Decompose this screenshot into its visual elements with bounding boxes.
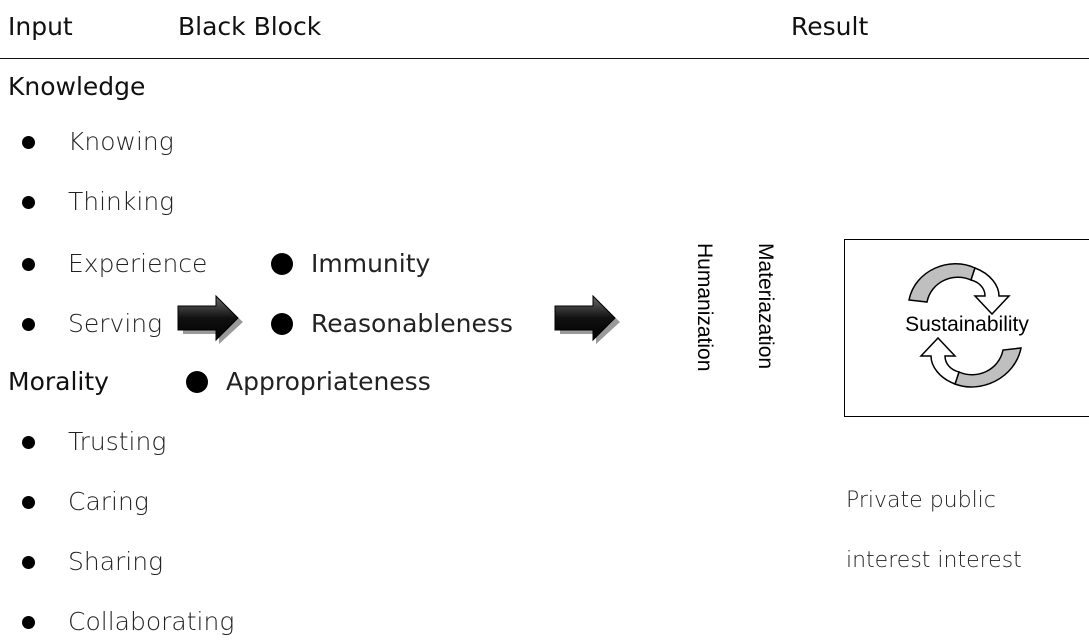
black-block-item-label: Immunity	[311, 249, 431, 278]
morality-item: Collaborating	[22, 605, 234, 639]
knowledge-item: Serving	[22, 307, 162, 341]
black-block-item: Reasonableness	[271, 307, 513, 341]
knowledge-item-label: Experience	[68, 249, 208, 278]
black-block-item: Appropriateness	[186, 365, 431, 399]
morality-item-label: Trusting	[68, 427, 167, 456]
bullet-icon	[22, 495, 35, 509]
knowledge-item-label: Serving	[68, 309, 163, 338]
knowledge-item: Knowing	[22, 125, 174, 159]
bullet-icon	[22, 317, 35, 331]
bullet-icon	[22, 435, 35, 449]
interest-interest-label: interest interest	[846, 548, 1022, 573]
circular-arrows-icon	[908, 263, 1022, 388]
morality-item-label: Caring	[68, 487, 149, 516]
right-block-arrow-icon	[177, 294, 243, 344]
knowledge-item-label: Knowing	[68, 127, 174, 156]
right-block-arrow-icon	[554, 294, 620, 344]
black-block-item: Immunity	[271, 247, 430, 281]
knowledge-item-label: Thinking	[68, 187, 175, 216]
morality-item: Caring	[22, 485, 149, 519]
humanization-label: Humanization	[693, 243, 716, 372]
private-public-label: Private public	[846, 488, 996, 513]
header-black-block: Black Block	[178, 12, 322, 41]
header-input: Input	[8, 12, 73, 41]
bullet-icon	[186, 371, 208, 393]
morality-title: Morality	[8, 367, 109, 396]
bullet-icon	[22, 615, 35, 629]
header-result: Result	[791, 12, 869, 41]
sustainability-box: Sustainability	[844, 239, 1089, 417]
morality-item-label: Sharing	[68, 547, 164, 576]
bullet-icon	[22, 555, 35, 569]
sustainability-label: Sustainability	[905, 313, 1029, 336]
morality-item: Sharing	[22, 545, 163, 579]
knowledge-item: Thinking	[22, 185, 174, 219]
header-divider	[0, 58, 1089, 59]
bullet-icon	[22, 257, 35, 271]
black-block-item-label: Appropriateness	[226, 367, 431, 396]
bullet-icon	[271, 253, 293, 275]
morality-item: Trusting	[22, 425, 166, 459]
bullet-icon	[271, 313, 293, 335]
bullet-icon	[22, 135, 35, 149]
knowledge-title: Knowledge	[8, 72, 146, 101]
morality-item-label: Collaborating	[68, 607, 235, 636]
knowledge-item: Experience	[22, 247, 207, 281]
materiazation-label: Materiazation	[754, 243, 777, 370]
black-block-item-label: Reasonableness	[311, 309, 513, 338]
bullet-icon	[22, 195, 35, 209]
